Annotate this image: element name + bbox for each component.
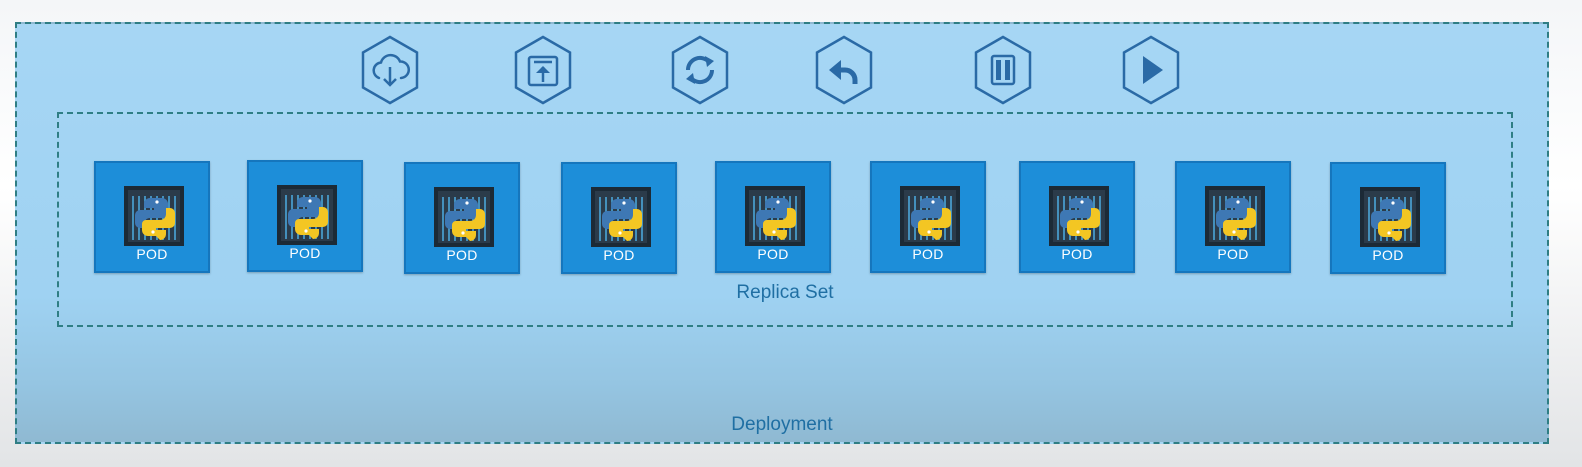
pod-label: POD	[1061, 246, 1093, 262]
python-container-icon	[1205, 186, 1265, 246]
pod[interactable]: POD	[1175, 161, 1291, 273]
python-container-icon	[1360, 187, 1420, 247]
python-container-icon	[434, 187, 494, 247]
cloud-download-icon[interactable]	[359, 34, 421, 106]
upload-icon[interactable]	[512, 34, 574, 106]
pod[interactable]: POD	[94, 161, 210, 273]
play-icon[interactable]	[1120, 34, 1182, 106]
replica-set-label: Replica Set	[736, 282, 834, 303]
pod-label: POD	[289, 245, 321, 261]
undo-icon[interactable]	[813, 34, 875, 106]
pod-label: POD	[912, 246, 944, 262]
python-container-icon	[277, 185, 337, 245]
pod-label: POD	[446, 247, 478, 263]
pod[interactable]: POD	[1330, 162, 1446, 274]
pod[interactable]: POD	[870, 161, 986, 273]
replica-set-container: POD POD POD POD POD POD POD POD POD Replica Set	[57, 112, 1513, 327]
pod[interactable]: POD	[404, 162, 520, 274]
python-container-icon	[900, 186, 960, 246]
pause-icon[interactable]	[972, 34, 1034, 106]
pod[interactable]: POD	[561, 162, 677, 274]
pod-label: POD	[136, 246, 168, 262]
refresh-icon[interactable]	[669, 34, 731, 106]
python-container-icon	[1049, 186, 1109, 246]
pod[interactable]: POD	[247, 160, 363, 272]
pod[interactable]: POD	[715, 161, 831, 273]
python-container-icon	[745, 186, 805, 246]
pod[interactable]: POD	[1019, 161, 1135, 273]
pod-label: POD	[1217, 246, 1249, 262]
deployment-label: Deployment	[731, 414, 833, 435]
pod-label: POD	[1372, 247, 1404, 263]
pod-label: POD	[757, 246, 789, 262]
python-container-icon	[124, 186, 184, 246]
pod-label: POD	[603, 247, 635, 263]
python-container-icon	[591, 187, 651, 247]
